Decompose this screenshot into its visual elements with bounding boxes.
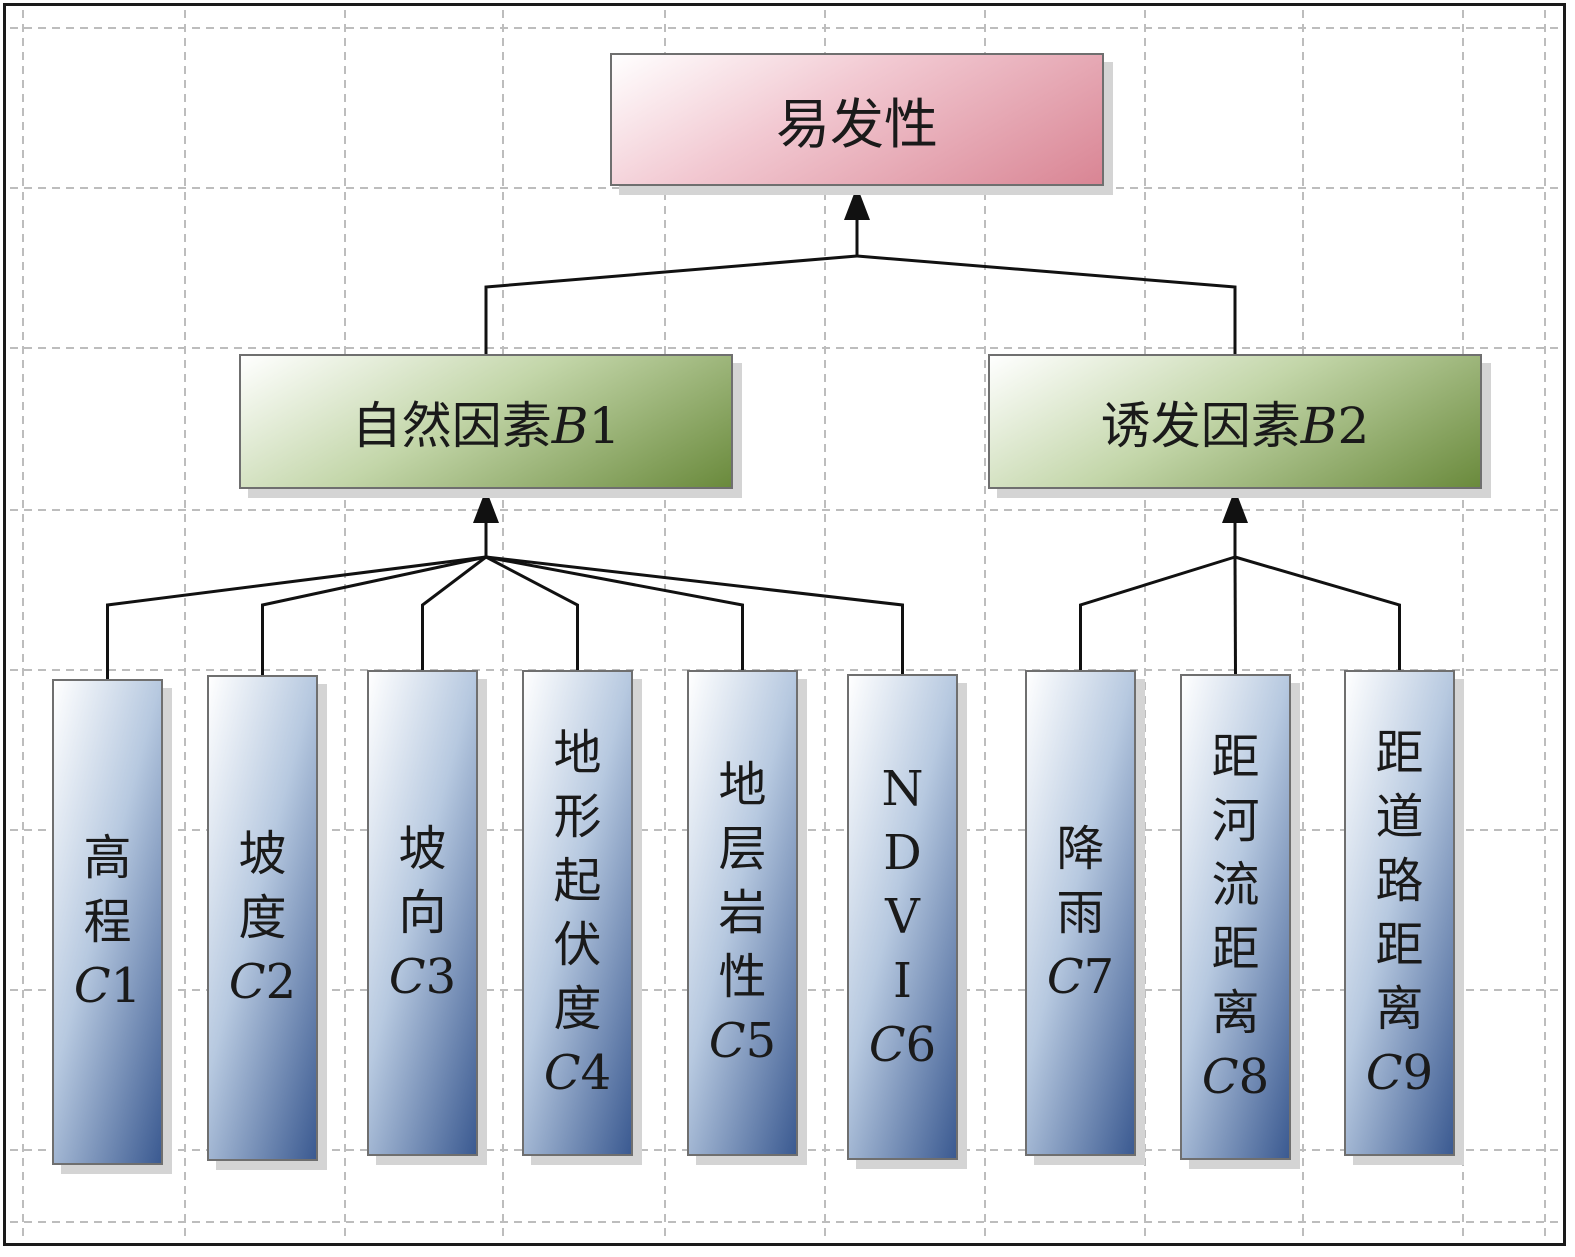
factor-label: 坡 向 C3 bbox=[388, 821, 457, 1005]
factor-connector-line bbox=[1234, 555, 1401, 670]
criterion-connector-line bbox=[484, 254, 858, 354]
factor-connector-line bbox=[1233, 556, 1237, 675]
factor-label: 高 程 C1 bbox=[73, 830, 142, 1014]
goal-box: 易发性 bbox=[610, 53, 1104, 186]
criterion-label: 自然因素B1 bbox=[351, 396, 621, 455]
factor-connector-line bbox=[1079, 555, 1236, 670]
factor-box-c9: 距 道 路 距 离 C9 bbox=[1344, 670, 1455, 1156]
criterion-label: 诱发因素B2 bbox=[1100, 396, 1370, 455]
factor-connector-line bbox=[485, 555, 579, 670]
factor-connector-line bbox=[106, 555, 487, 679]
factor-label: 距 道 路 距 离 C9 bbox=[1365, 725, 1434, 1101]
factor-label: N D V I C6 bbox=[868, 761, 937, 1073]
goal-label: 易发性 bbox=[776, 93, 938, 156]
criterion-arrowhead bbox=[473, 489, 499, 523]
factor-box-c2: 坡 度 C2 bbox=[207, 675, 318, 1161]
factor-box-c3: 坡 向 C3 bbox=[367, 670, 478, 1156]
criterion-connector-line bbox=[856, 254, 1237, 354]
factor-box-c5: 地 层 岩 性 C5 bbox=[687, 670, 798, 1156]
factor-connector-line bbox=[485, 555, 744, 670]
factor-connector-line bbox=[485, 555, 904, 674]
factor-connector-line bbox=[261, 555, 487, 675]
factor-label: 距 河 流 距 离 C8 bbox=[1201, 729, 1270, 1105]
factor-box-c7: 降 雨 C7 bbox=[1025, 670, 1136, 1156]
criterion-box-b2: 诱发因素B2 bbox=[988, 354, 1482, 489]
goal-arrowhead bbox=[844, 186, 870, 220]
criterion-box-b1: 自然因素B1 bbox=[239, 354, 733, 489]
factor-box-c4: 地 形 起 伏 度 C4 bbox=[522, 670, 633, 1156]
factor-label: 地 层 岩 性 C5 bbox=[708, 757, 777, 1069]
factor-label: 坡 度 C2 bbox=[228, 826, 297, 1010]
factor-box-c8: 距 河 流 距 离 C8 bbox=[1180, 674, 1291, 1160]
criterion-arrowhead bbox=[1222, 489, 1248, 523]
factor-label: 降 雨 C7 bbox=[1046, 821, 1115, 1005]
factor-box-c6: N D V I C6 bbox=[847, 674, 958, 1160]
factor-box-c1: 高 程 C1 bbox=[52, 679, 163, 1165]
diagram-frame bbox=[3, 3, 1566, 1246]
factor-connector-line bbox=[421, 555, 487, 670]
factor-label: 地 形 起 伏 度 C4 bbox=[543, 725, 612, 1101]
